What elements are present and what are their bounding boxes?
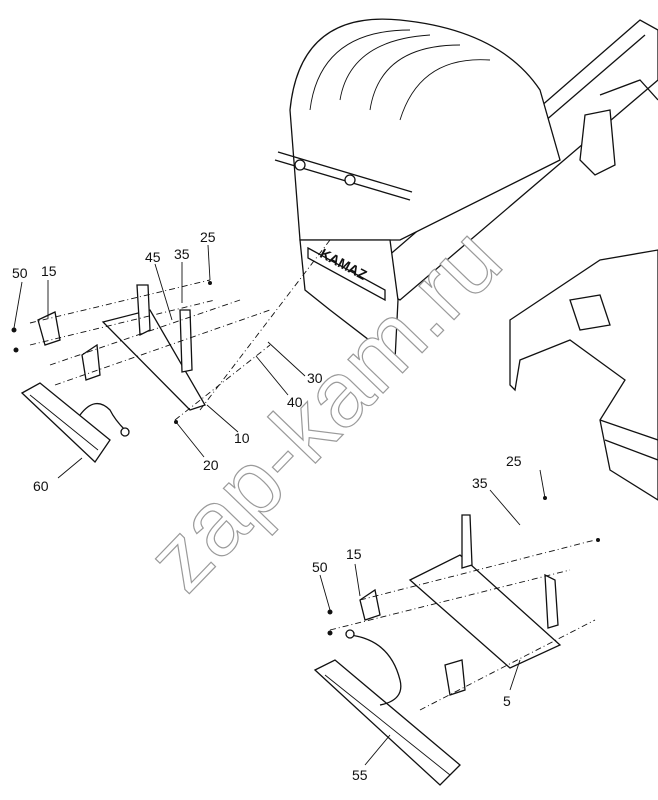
right-bracket-assembly [327,496,600,711]
callout-25-left: 25 [200,229,216,245]
callout-35-left: 35 [174,246,190,262]
callout-50-left: 50 [12,265,28,281]
callout-5: 5 [503,693,511,709]
callout-10: 10 [234,430,250,446]
callout-45: 45 [145,249,161,265]
callout-25-right: 25 [506,453,522,469]
callout-20: 20 [203,457,219,473]
callout-50-right: 50 [312,559,328,575]
right-fender [509,249,658,501]
left-rear-lamp [20,382,130,463]
callout-15-right: 15 [346,546,362,562]
callouts: 50 15 45 35 25 30 40 10 20 60 25 35 15 5… [12,229,522,783]
callout-55: 55 [352,767,368,783]
callout-30: 30 [307,370,323,386]
leader-lines [13,244,546,766]
callout-40: 40 [287,394,303,410]
callout-35-right: 35 [472,475,488,491]
fender [274,18,561,241]
left-bracket-assembly [11,239,331,424]
callout-15-left: 15 [41,263,57,279]
right-rear-lamp [313,629,461,786]
callout-60: 60 [33,478,49,494]
mudflap: KAMAZ [299,239,399,362]
